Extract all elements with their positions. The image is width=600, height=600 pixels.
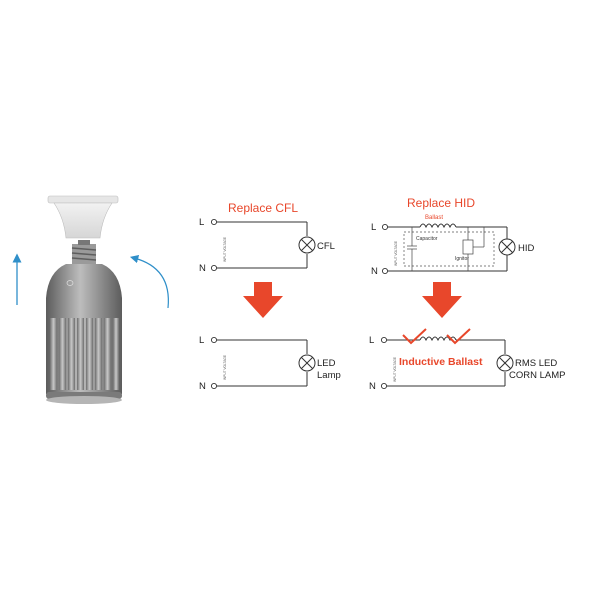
hid-lamp-label: HID xyxy=(518,243,535,254)
hid-title: Replace HID xyxy=(407,196,475,210)
hid-before-l-label: L xyxy=(371,222,376,233)
hid-before-n-label: N xyxy=(371,266,378,277)
corn-lamp-label-line2: CORN LAMP xyxy=(509,370,565,381)
cfl-after-n-label: N xyxy=(199,381,206,392)
hid-after-circuit: L N INPUT VOLTAGE Inductive Ballast RMS … xyxy=(369,328,565,392)
capacitor-icon xyxy=(407,227,417,271)
hid-lamp-symbol-icon xyxy=(498,238,516,256)
cfl-after-input-voltage: INPUT VOLTAGE xyxy=(223,355,227,380)
hid-after-input-voltage: INPUT VOLTAGE xyxy=(393,357,397,382)
cfl-before-n-label: N xyxy=(199,263,206,274)
check-mark-icon xyxy=(402,328,427,345)
led-lamp-label-line2: Lamp xyxy=(317,370,341,381)
heat-sink-fins xyxy=(50,318,119,390)
ballast-coil-icon xyxy=(419,223,457,229)
led-lamp-symbol-icon xyxy=(298,354,316,372)
hid-after-l-label: L xyxy=(369,335,374,346)
lamp-socket-icon xyxy=(47,195,119,239)
cfl-before-circuit: L N INPUT VOLTAGE CFL xyxy=(199,217,335,274)
inductive-ballast-label: Inductive Ballast xyxy=(399,356,483,368)
check-mark-icon xyxy=(446,328,471,345)
cfl-before-l-label: L xyxy=(199,217,204,228)
hid-before-input-voltage: INPUT VOLTAGE xyxy=(394,241,398,266)
cfl-lamp-label: CFL xyxy=(317,241,335,252)
led-corn-lamp-icon xyxy=(46,195,122,404)
cfl-after-circuit: L N INPUT VOLTAGE LED Lamp xyxy=(199,335,341,392)
hid-before-circuit: L N INPUT VOLTAGE Ballast Capacitor xyxy=(371,215,535,277)
cfl-after-l-label: L xyxy=(199,335,204,346)
ignitor-icon xyxy=(462,227,485,271)
corn-lamp-symbol-icon xyxy=(496,354,514,372)
cfl-lamp-symbol-icon xyxy=(298,236,316,254)
corn-lamp-label-line1: RMS LED xyxy=(515,358,557,369)
hid-ignitor-label: Ignitor xyxy=(455,256,469,262)
hid-capacitor-label: Capacitor xyxy=(416,236,438,242)
led-lamp-label-line1: LED xyxy=(317,358,336,369)
hid-down-arrow-icon xyxy=(422,282,462,318)
inductive-ballast-coil-icon xyxy=(419,336,457,342)
hid-ballast-label: Ballast xyxy=(425,215,443,221)
rotation-arrow-icon xyxy=(129,255,169,309)
cfl-title: Replace CFL xyxy=(228,201,298,215)
cfl-down-arrow-icon xyxy=(243,282,283,318)
hid-after-n-label: N xyxy=(369,381,376,392)
cfl-before-input-voltage: INPUT VOLTAGE xyxy=(223,237,227,262)
screw-base-icon xyxy=(71,240,97,264)
